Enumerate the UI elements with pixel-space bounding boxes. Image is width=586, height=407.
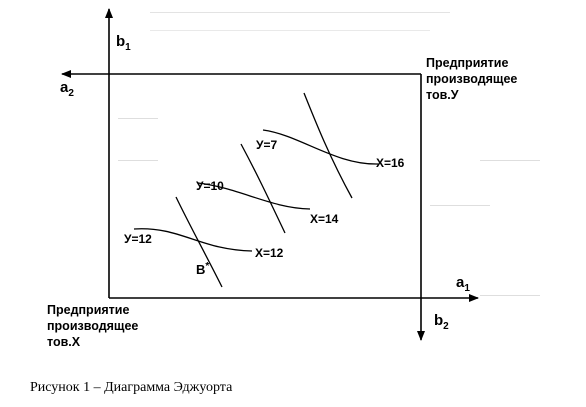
curve-x14 (197, 182, 311, 210)
firm-y-label-line3: тов.У (426, 88, 459, 102)
curve-label-x16: Х=16 (376, 156, 405, 170)
figure-caption: Рисунок 1 – Диаграмма Эджуорта (30, 380, 233, 395)
curve-y7 (303, 92, 353, 199)
firm-x-label-line3: тов.Х (47, 335, 81, 349)
axis-label-b1: b1 (116, 33, 131, 53)
axis-label-b2: b2 (434, 312, 449, 332)
firm-y-label-line1: Предприятие (426, 56, 508, 70)
point-label-b: В* (196, 261, 209, 277)
background-dots (118, 12, 540, 296)
curve-y10 (240, 143, 286, 234)
curve-label-y7: У=7 (256, 138, 277, 152)
firm-y-label-line2: производящее (426, 72, 517, 86)
firm-x-label-line2: производящее (47, 319, 138, 333)
firm-x-label-line1: Предприятие (47, 303, 129, 317)
curve-x12 (133, 228, 253, 252)
curve-label-y10: У=10 (196, 179, 224, 193)
axis-label-a2: a2 (60, 79, 74, 99)
curve-label-x12: Х=12 (255, 246, 284, 260)
curve-label-y12: У=12 (124, 232, 152, 246)
axis-label-a1: a1 (456, 274, 470, 294)
curve-label-x14: Х=14 (310, 212, 339, 226)
curve-x16 (262, 129, 379, 165)
